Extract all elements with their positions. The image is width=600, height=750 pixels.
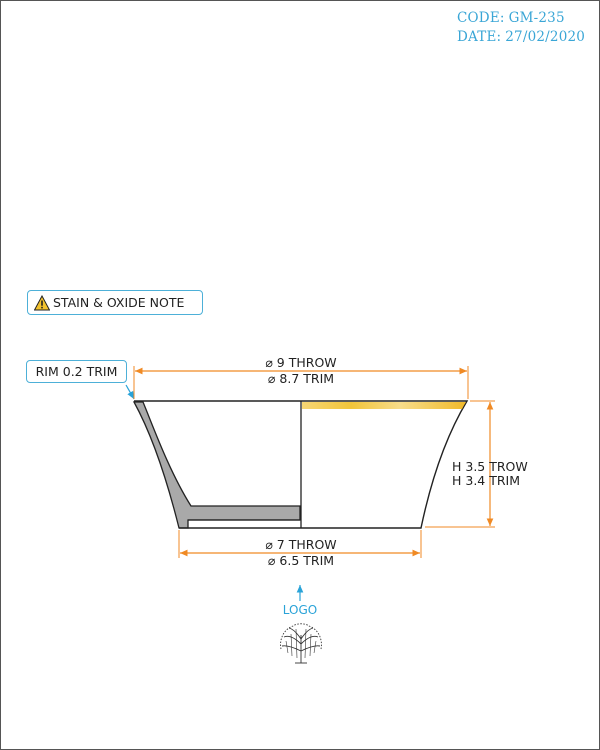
height-trim-label: H 3.4 TRIM	[452, 473, 520, 488]
date-label: DATE:	[457, 29, 502, 45]
date-line: DATE:27/02/2020	[457, 29, 585, 45]
rim-leader-arrow	[125, 384, 135, 400]
height-dimension: H 3.5 TROW H 3.4 TRIM	[425, 400, 528, 528]
code-value: GM-235	[508, 10, 565, 26]
stain-oxide-note[interactable]: STAIN & OXIDE NOTE	[27, 290, 203, 315]
glaze-band	[302, 402, 466, 409]
logo-label: LOGO	[283, 603, 317, 617]
tree-logo-icon	[280, 623, 322, 664]
rim-note[interactable]: RIM 0.2 TRIM	[26, 360, 127, 383]
height-throw-label: H 3.5 TROW	[452, 459, 528, 474]
code-label: CODE:	[457, 10, 505, 26]
rim-note-label: RIM 0.2 TRIM	[35, 364, 118, 379]
warning-triangle-icon	[34, 294, 50, 310]
bowl-outline	[134, 400, 469, 529]
top-diameter-dimension: ⌀ 9 THROW ⌀ 8.7 TRIM	[133, 355, 469, 399]
top-throw-label: ⌀ 9 THROW	[265, 355, 336, 370]
top-trim-label: ⌀ 8.7 TRIM	[268, 371, 334, 386]
bottom-trim-label: ⌀ 6.5 TRIM	[268, 553, 334, 568]
date-value: 27/02/2020	[505, 29, 586, 45]
stain-oxide-note-label: STAIN & OXIDE NOTE	[53, 295, 185, 310]
bottom-throw-label: ⌀ 7 THROW	[265, 537, 336, 552]
bowl-cross-section	[132, 401, 301, 529]
bottom-diameter-dimension: ⌀ 7 THROW ⌀ 6.5 TRIM	[178, 530, 422, 568]
code-line: CODE:GM-235	[457, 10, 565, 26]
